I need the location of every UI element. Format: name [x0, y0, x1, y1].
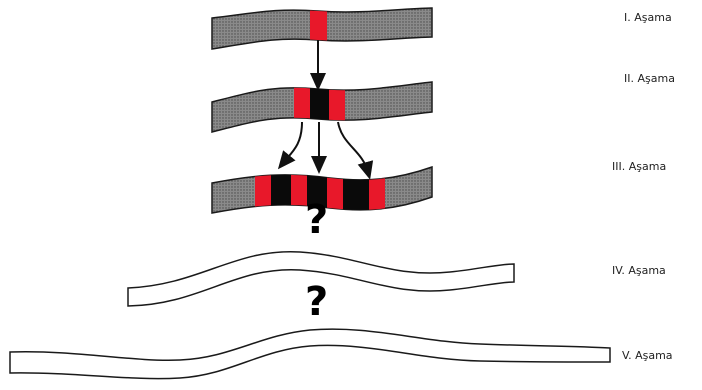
arrow-curved-left-icon	[283, 122, 302, 163]
black-band	[271, 160, 291, 220]
strand-stage-5	[10, 329, 610, 379]
question-mark: ?	[305, 200, 328, 240]
strand-stage-1	[212, 0, 432, 60]
arrow-curved-right-icon	[338, 122, 368, 172]
red-band	[369, 160, 385, 220]
black-band	[343, 160, 369, 220]
strand-stage-2	[212, 70, 432, 140]
stage-label-5: V. Aşama	[622, 349, 673, 362]
red-band	[255, 160, 271, 220]
stage-label-2: II. Aşama	[624, 72, 675, 85]
stage-label-3: III. Aşama	[612, 160, 666, 173]
question-mark: ?	[305, 282, 328, 322]
red-band	[327, 160, 343, 220]
stage-label-1: I. Aşama	[624, 11, 672, 24]
stage-label-4: IV. Aşama	[612, 264, 666, 277]
red-band	[329, 70, 345, 140]
